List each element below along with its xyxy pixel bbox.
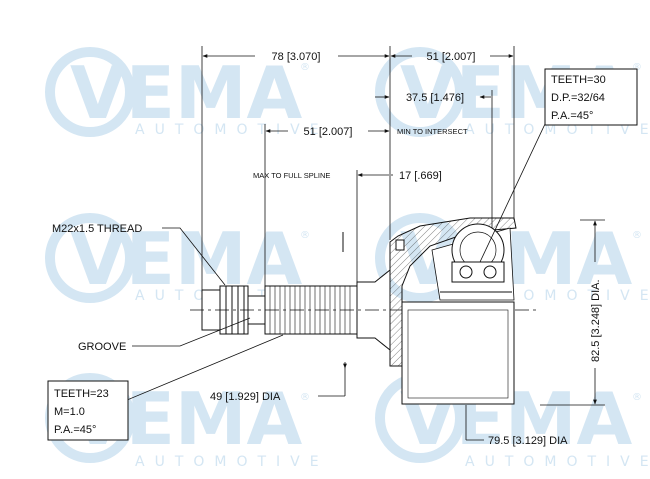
spec-outer-pa: P.A.=45° <box>551 110 593 122</box>
dim-inner-note: MIN TO INTERSECT <box>397 127 468 136</box>
watermark-sub: AUTOMOTIVE <box>465 122 650 138</box>
dim-bell-dia: 82.5 [3.248] DIA. <box>590 279 602 362</box>
watermark-mark: ® <box>300 230 310 241</box>
spec-inner-m: M=1.0 <box>54 406 85 418</box>
watermark-mark: ® <box>300 62 310 73</box>
extension-lines <box>201 46 605 440</box>
spec-inner-pa: P.A.=45° <box>54 424 96 436</box>
dim-spline-note: MAX TO FULL SPLINE <box>253 171 330 180</box>
spec-box-inner: TEETH=23 M=1.0 P.A.=45° <box>47 380 129 441</box>
watermark-sub: AUTOMOTIVE <box>465 454 650 470</box>
dim-shaft-dia: 49 [1.929] DIA <box>210 391 281 403</box>
watermark-sub: AUTOMOTIVE <box>135 122 329 138</box>
watermark-mark: ® <box>632 230 642 241</box>
dim-outer-length: 51 [2.007] <box>427 51 476 63</box>
spec-inner-teeth: TEETH=23 <box>54 388 109 400</box>
label-thread: M22x1.5 THREAD <box>52 223 142 235</box>
dim-bell-offset: 37.5 [1.476] <box>406 92 464 104</box>
dim-inner-length: 51 [2.007] <box>304 126 353 138</box>
watermark-sub: AUTOMOTIVE <box>135 454 329 470</box>
dimension-lines <box>202 54 597 405</box>
dim-overall-length: 78 [3.070] <box>272 51 321 63</box>
watermark-mark: ® <box>300 392 310 403</box>
watermark-mark: ® <box>632 62 642 73</box>
dim-spline-length: 17 [.669] <box>399 170 442 182</box>
spec-box-outer: TEETH=30 D.P.=32/64 P.A.=45° <box>544 68 638 126</box>
watermark-brand: VEMA <box>70 217 303 301</box>
leaders <box>126 123 546 441</box>
bell-housing <box>342 217 517 405</box>
label-groove: GROOVE <box>78 341 126 353</box>
watermark-brand: VEMA <box>70 51 303 135</box>
spec-outer-dp: D.P.=32/64 <box>551 92 605 104</box>
shaft <box>190 268 540 352</box>
spec-outer-teeth: TEETH=30 <box>551 74 606 86</box>
watermark-logo: VEMA ® AUTOMOTIVE <box>45 47 329 138</box>
dim-base-dia: 79.5 [3.129] DIA <box>488 435 568 447</box>
watermark-mark: ® <box>632 392 642 403</box>
